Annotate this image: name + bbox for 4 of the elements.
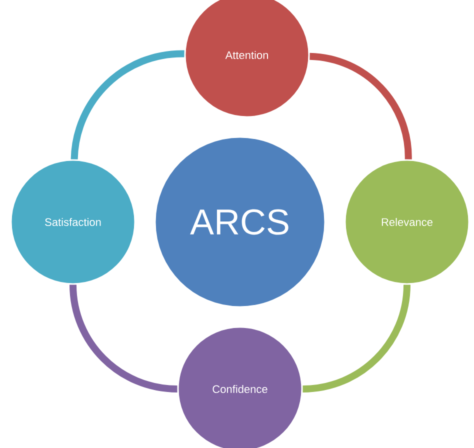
ring-segment <box>70 284 178 392</box>
ring-segment <box>70 50 184 160</box>
ring-segment <box>302 284 410 392</box>
ring-segment <box>309 52 412 160</box>
